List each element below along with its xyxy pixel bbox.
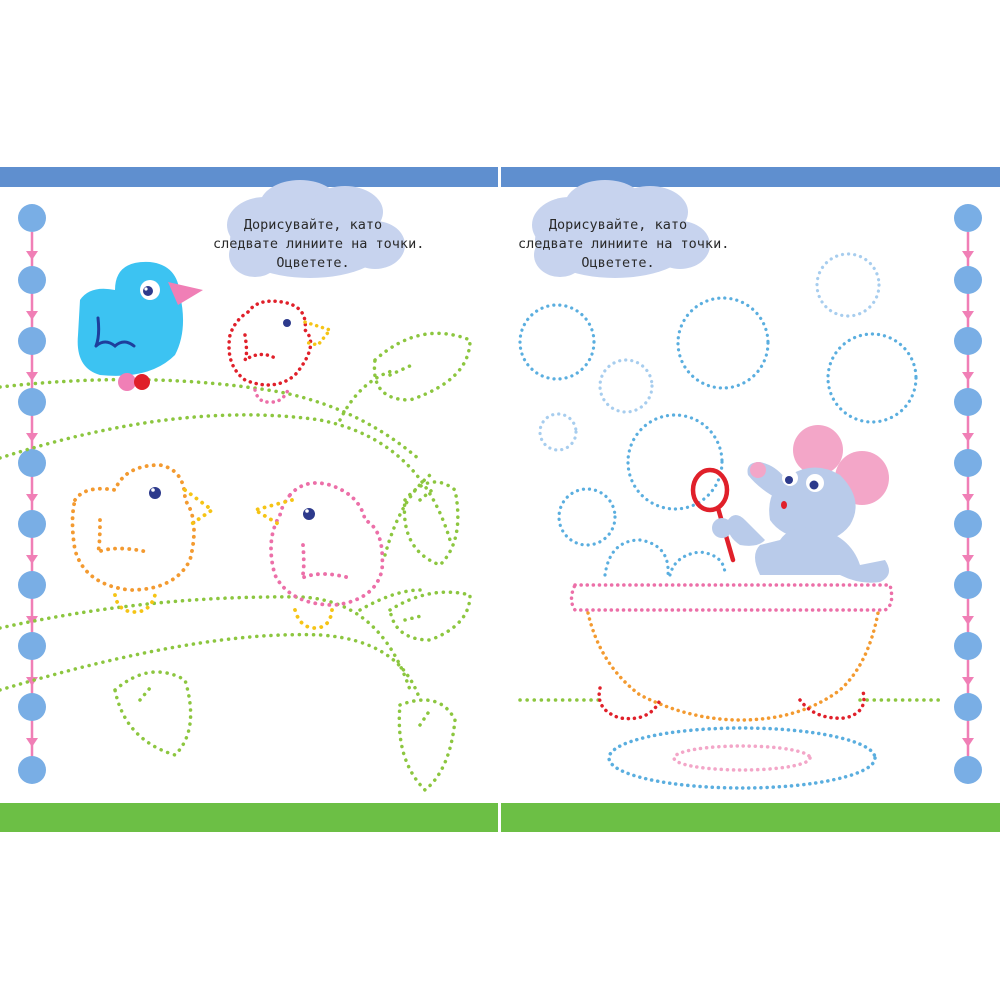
bubble-icons [518, 252, 918, 577]
right-cloud-icon [532, 180, 710, 278]
page-spine-bottom [498, 803, 501, 832]
bubble-wand-icon [690, 467, 736, 563]
chick-icon [250, 481, 385, 630]
left-dot-arrow-column [18, 204, 46, 784]
chick-icon [70, 463, 216, 614]
right-instruction-line1: Дорисувайте, като [548, 217, 688, 233]
right-instruction: Дорисувайте, като следвате линиите на то… [518, 216, 730, 273]
bathtub-icon [518, 583, 947, 790]
mouse-icon [727, 425, 889, 583]
chick-icon [227, 299, 333, 404]
left-cloud-icon [227, 180, 405, 278]
left-instruction-line2: следвате линиите на точки. [213, 236, 425, 252]
bird-icon [77, 261, 203, 391]
right-instruction-line3: Оцветете. [581, 255, 655, 271]
dotted-branches [0, 368, 452, 702]
dotted-leaves [113, 331, 472, 793]
left-instruction-line1: Дорисувайте, като [243, 217, 383, 233]
left-instruction-line3: Оцветете. [276, 255, 350, 271]
right-instruction-line2: следвате линиите на точки. [518, 236, 730, 252]
page-spine-top [498, 167, 501, 187]
right-dot-arrow-column [954, 204, 982, 784]
left-instruction: Дорисувайте, като следвате линиите на то… [213, 216, 425, 273]
